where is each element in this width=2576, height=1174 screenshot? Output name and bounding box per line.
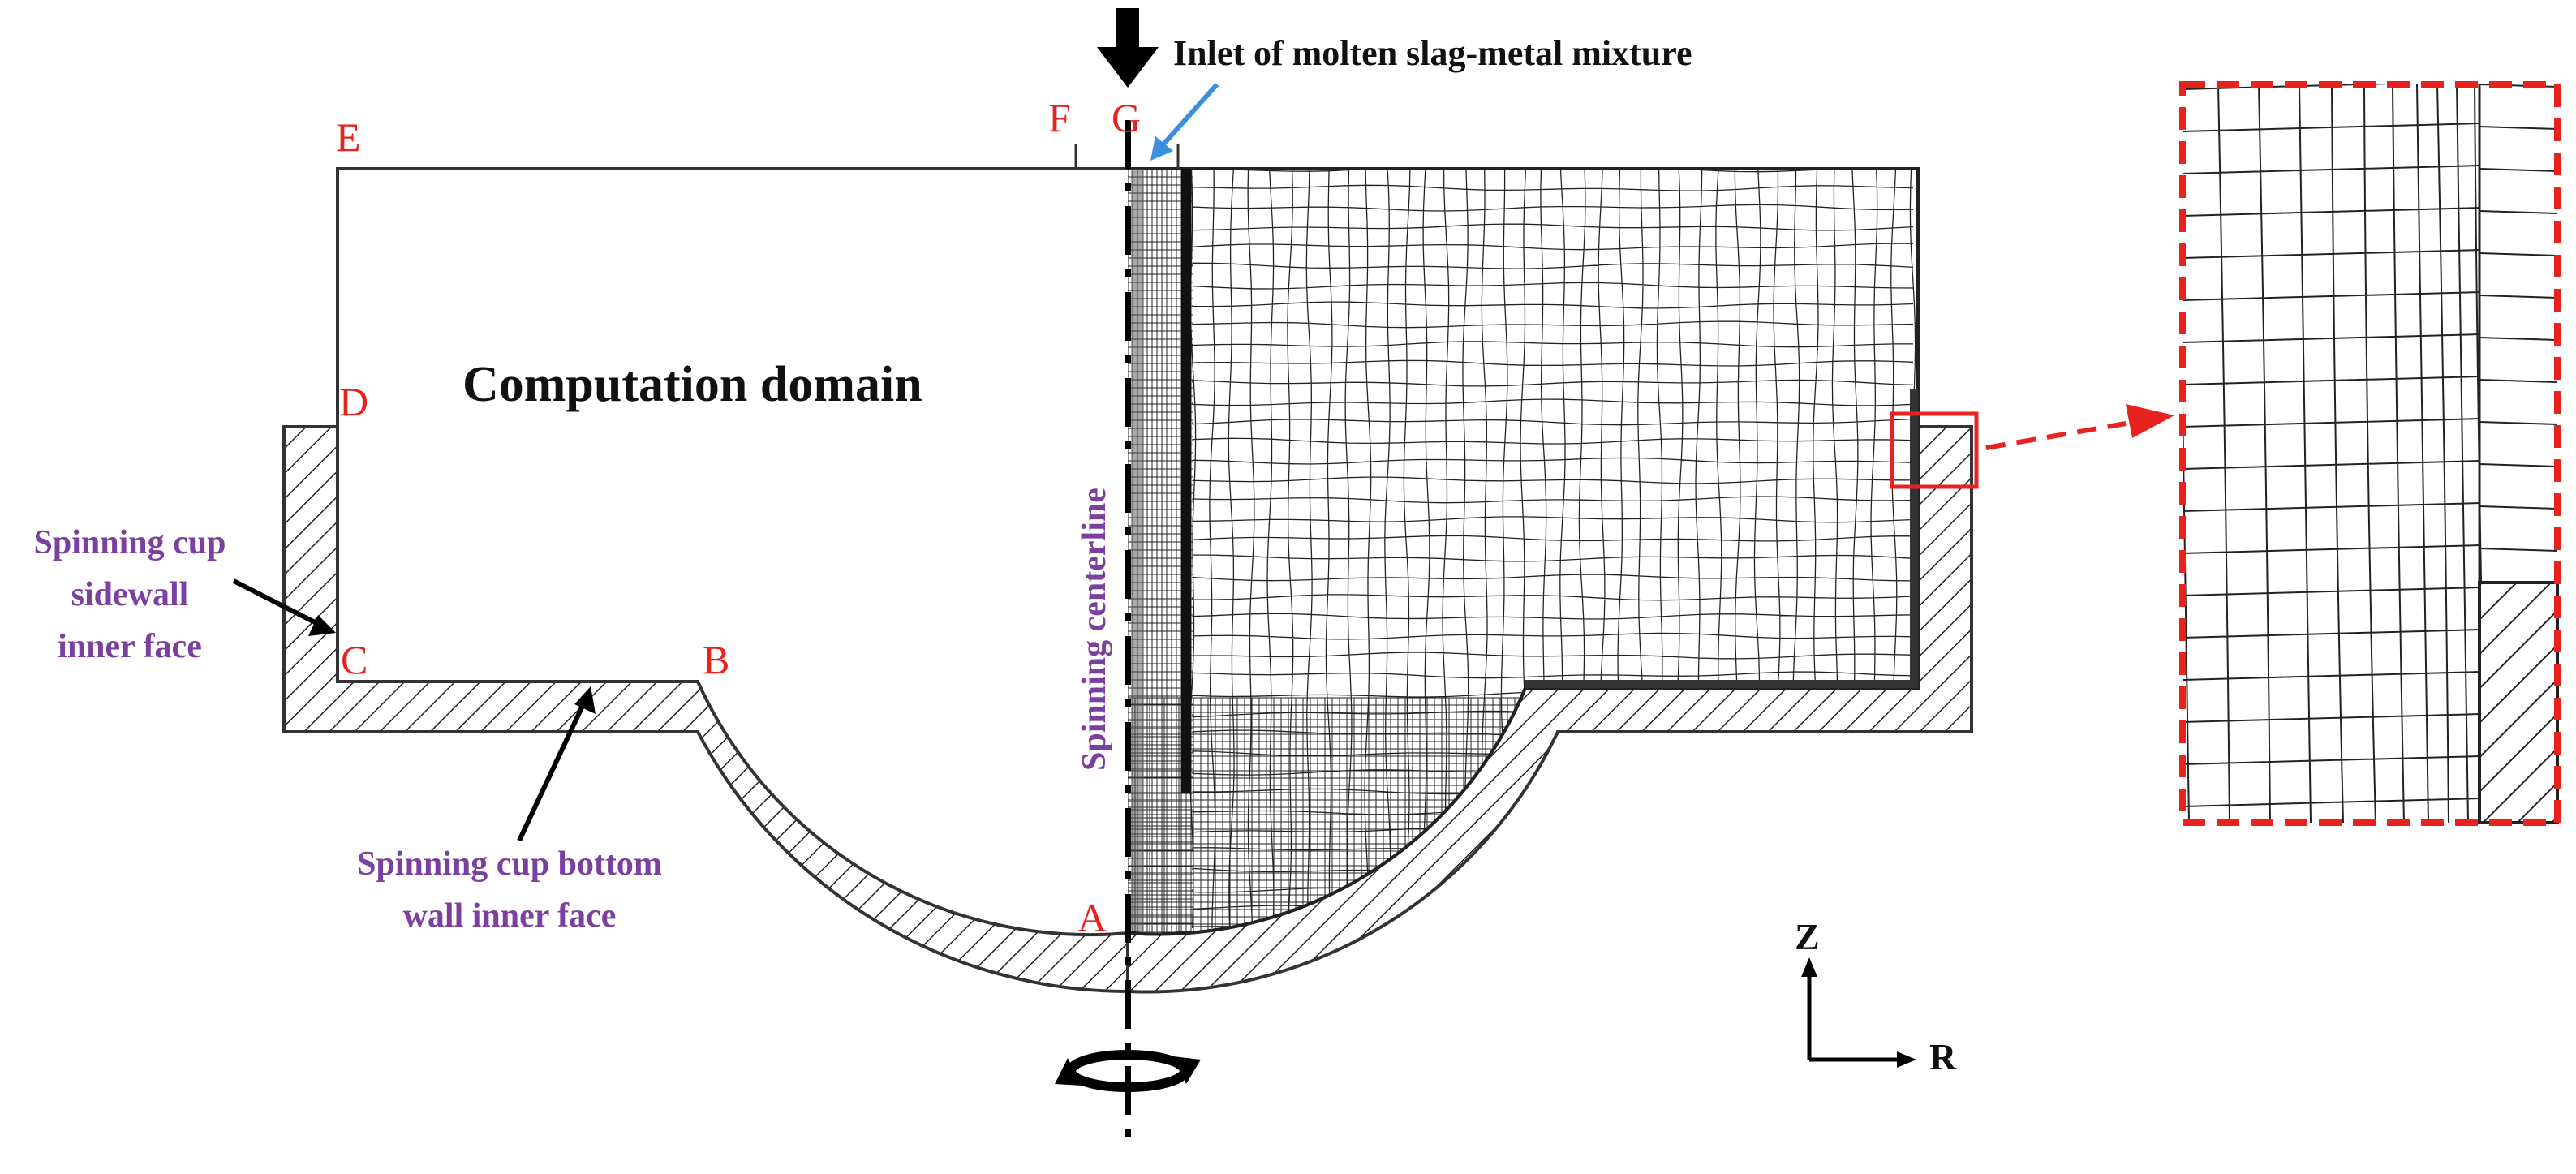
domain-outline (336, 167, 1128, 683)
mesh-grid (1189, 169, 1916, 932)
r-axis-label: R (1929, 1036, 1957, 1077)
zoom-wall-hatch (2478, 581, 2559, 824)
point-label-e: E (336, 114, 361, 160)
sidewall-pointer-arrow (232, 578, 336, 636)
z-axis-label: Z (1795, 916, 1820, 957)
zoom-inset (2179, 81, 2561, 826)
bottom-boundary-layer (1525, 680, 1918, 688)
centerline-label: Spinning centerline (1076, 488, 1113, 771)
point-label-g: G (1112, 95, 1141, 140)
domain-label: Computation domain (462, 357, 922, 412)
zoom-source-box (1890, 411, 1979, 489)
mesh-boundary (1127, 167, 1920, 936)
rotation-arrow-icon (1055, 1050, 1201, 1092)
down-arrow-icon (1097, 8, 1159, 88)
inlet-pointer-arrow (1150, 82, 1219, 161)
point-label-f: F (1048, 95, 1071, 140)
point-label-c: C (341, 637, 368, 682)
zoom-inset-frame (2179, 81, 2561, 826)
r-axis-arrowhead (1897, 1051, 1916, 1068)
sidewall-label-line3: inner face (58, 628, 202, 665)
sidewall-label-line1: Spinning cup (34, 524, 226, 561)
zoom-connector-arrow (1985, 404, 2174, 450)
sidewall-label-line2: sidewall (71, 576, 189, 613)
bottom-label-line2: wall inner face (403, 897, 617, 935)
inlet-wall-strip (1181, 169, 1191, 793)
centerline-mesh-strip (1131, 169, 1144, 931)
point-label-b: B (703, 637, 729, 682)
left-cup-wall (282, 425, 1129, 994)
coordinate-axes: Z R (1795, 916, 1957, 1077)
bottom-label-line1: Spinning cup bottom (357, 845, 662, 883)
inlet-label: Inlet of molten slag-metal mixture (1173, 33, 1692, 73)
z-axis-arrowhead (1801, 957, 1817, 977)
point-label-d: D (339, 379, 368, 424)
mesh-region (1128, 169, 1916, 933)
bottom-pointer-arrow (517, 686, 596, 842)
point-label-a: A (1077, 895, 1107, 940)
side-boundary-layer (1910, 389, 1918, 688)
